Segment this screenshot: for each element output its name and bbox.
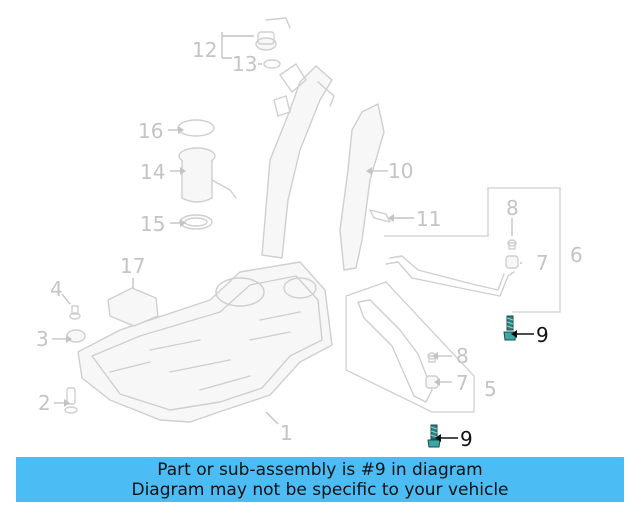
callout-8-lower: 8	[456, 344, 469, 368]
fuel-tank	[77, 261, 333, 423]
control-module	[107, 287, 159, 327]
callout-15: 15	[140, 212, 165, 236]
callout-9-lower: 9	[460, 427, 473, 451]
strap-box-lower	[345, 281, 475, 413]
banner-line-1: Part or sub-assembly is #9 in diagram	[157, 460, 483, 480]
bolt-9-lower	[427, 424, 441, 448]
cap-seal	[263, 59, 281, 69]
callout-13: 13	[232, 52, 257, 76]
parts-diagram: 1 2 3 4 5 6 7 7 8 8 9 9 10 11 12 13 14 1…	[36, 17, 583, 451]
callout-9-upper: 9	[536, 323, 549, 347]
clip	[69, 305, 81, 320]
callout-6: 6	[570, 243, 583, 267]
callout-2: 2	[38, 391, 51, 415]
bolt-9-upper	[503, 315, 517, 341]
retainer-clip	[369, 209, 391, 223]
callout-17: 17	[120, 254, 145, 278]
callout-10: 10	[388, 159, 413, 183]
callout-7-lower: 7	[456, 371, 469, 395]
strap-box-upper	[384, 187, 561, 313]
callout-4: 4	[50, 277, 63, 301]
info-banner: Part or sub-assembly is #9 in diagram Di…	[16, 457, 624, 502]
callout-12: 12	[192, 38, 217, 62]
callout-14: 14	[140, 160, 165, 184]
lock-ring	[177, 119, 215, 137]
callout-8-upper: 8	[506, 196, 519, 220]
leader-arrowheads	[64, 126, 440, 407]
highlight-arrowheads	[435, 330, 517, 442]
banner-line-2: Diagram may not be specific to your vehi…	[131, 480, 509, 500]
bushing-7-upper	[505, 255, 519, 269]
heat-shield	[339, 103, 385, 271]
washer-8-upper	[507, 239, 517, 250]
leader-lines	[52, 32, 534, 439]
tank-bolt	[64, 387, 78, 414]
callout-5: 5	[484, 377, 497, 401]
callout-3: 3	[36, 327, 49, 351]
callout-7-upper: 7	[536, 251, 549, 275]
callout-1: 1	[280, 421, 293, 445]
fuel-pump	[178, 147, 237, 203]
callout-16: 16	[138, 119, 163, 143]
pump-seal	[179, 214, 213, 230]
callout-11: 11	[416, 207, 441, 231]
filler-pipe	[261, 63, 335, 259]
fuel-cap	[255, 17, 291, 51]
